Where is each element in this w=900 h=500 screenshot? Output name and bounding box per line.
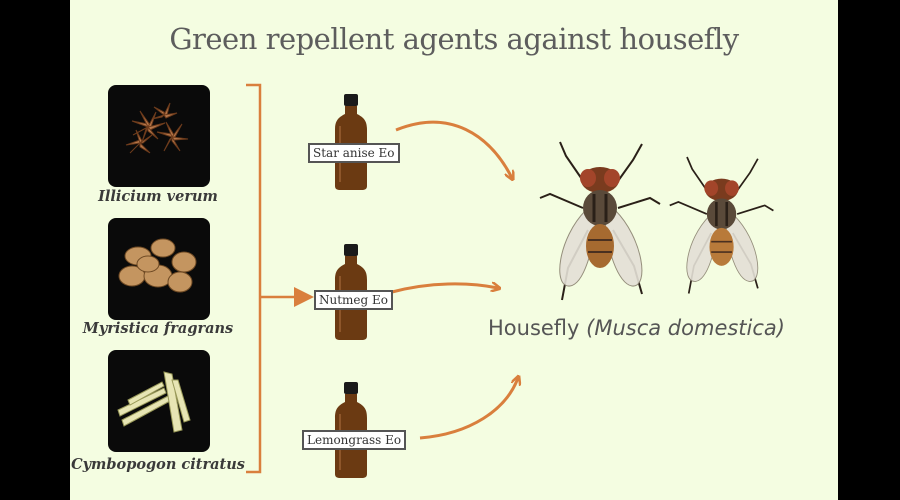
species-label-star-anise: Illicium verum [98,188,218,205]
housefly-image-left [539,141,661,301]
oil-label-nutmeg: Nutmeg Eo [314,290,394,310]
species-label-nutmeg: Myristica fragrans [82,320,234,337]
nutmeg-image [108,218,210,320]
oil-label-star-anise: Star anise Eo [308,143,400,163]
oil-label-lemongrass: Lemongrass Eo [302,430,407,450]
housefly-scientific-name: (Musca domestica) [586,316,785,340]
diagram-canvas: Green repellent agents against housefly [70,0,838,500]
lemongrass-image [108,350,210,452]
housefly-common-name: Housefly [488,316,580,340]
bracket [246,83,262,474]
bottle-star-anise [331,92,371,192]
bracket-to-bottle-arrow [260,287,314,307]
housefly-caption: Housefly (Musca domestica) [488,316,828,340]
arrow-star-anise [395,120,512,178]
housefly-image-right [669,156,774,294]
species-label-lemongrass: Cymbopogon citratus [71,456,245,473]
star-anise-image [108,85,210,187]
arrow-nutmeg [391,284,498,294]
diagram-title: Green repellent agents against housefly [169,22,739,56]
arrow-lemongrass [419,378,518,440]
